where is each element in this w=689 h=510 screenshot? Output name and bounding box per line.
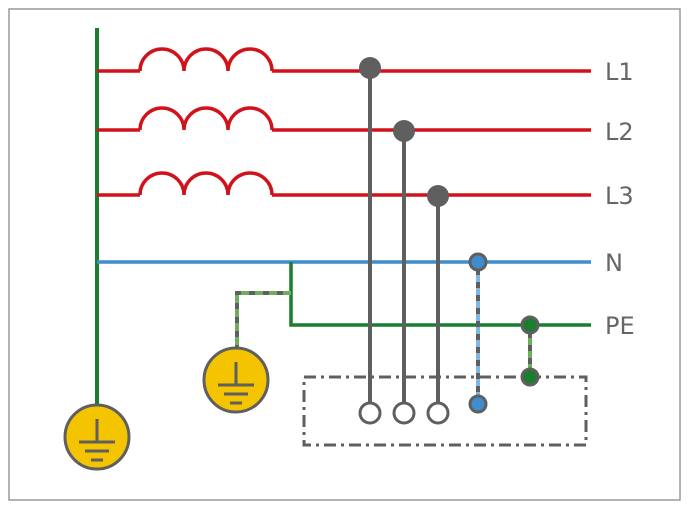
n-terminal xyxy=(468,394,488,414)
l3-junction xyxy=(427,185,449,207)
phase-l1-line xyxy=(97,47,591,73)
local-earth-connection xyxy=(235,291,291,348)
label-l2: L2 xyxy=(605,118,634,146)
l3-terminal xyxy=(426,401,450,425)
inductor-coil-icon xyxy=(138,47,274,72)
label-pe: PE xyxy=(605,312,635,340)
label-l3: L3 xyxy=(605,182,634,210)
pe-line xyxy=(289,262,591,327)
l2-junction xyxy=(393,120,415,142)
pe-junction xyxy=(520,315,540,335)
phase-l3-line xyxy=(97,171,591,197)
phase-l2-line xyxy=(97,106,591,132)
ground-symbol-icon xyxy=(202,346,270,414)
pe-terminal xyxy=(520,367,540,387)
ground-symbol-icon xyxy=(63,403,131,471)
n-junction xyxy=(468,252,488,272)
l1-junction xyxy=(359,57,381,79)
diagram-frame xyxy=(8,8,681,501)
l1-terminal xyxy=(358,401,382,425)
inductor-coil-icon xyxy=(138,171,274,196)
label-l1: L1 xyxy=(605,58,634,86)
inductor-coil-icon xyxy=(138,106,274,131)
l2-terminal xyxy=(392,401,416,425)
label-n: N xyxy=(605,249,623,277)
